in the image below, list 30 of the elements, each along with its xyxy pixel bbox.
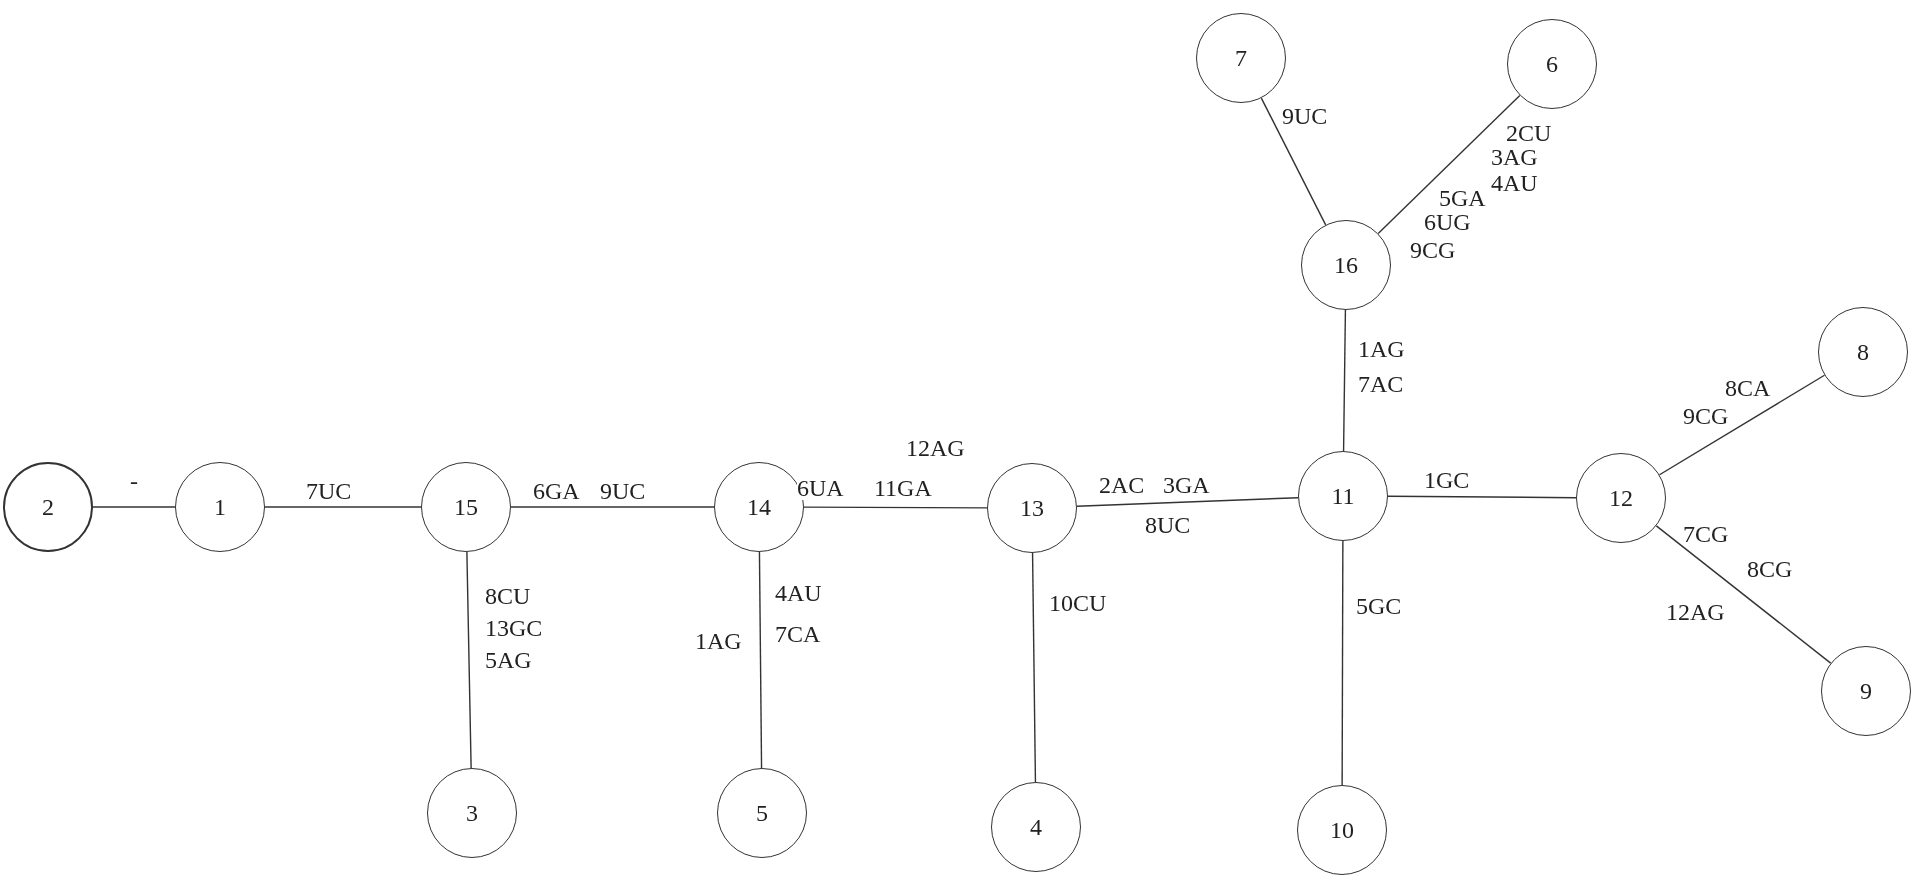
connector-line [1031,552,1037,783]
connector-line [1387,495,1577,499]
connector-line [1260,97,1327,226]
connector-line [1658,374,1826,476]
numbered-circle: 12 [1576,453,1666,543]
connector-line [758,551,763,769]
connector-line [1341,540,1344,786]
connector-line [1076,497,1299,507]
numbered-circle: 4 [991,782,1081,872]
numbered-circle: 3 [427,768,517,858]
numbered-circle: 16 [1301,220,1391,310]
connector-line [1342,309,1347,452]
numbered-circle: 2 [3,462,93,552]
numbered-circle: 10 [1297,785,1387,875]
connector-line [92,506,176,508]
numbered-circle: 11 [1298,451,1388,541]
connector-line [510,506,715,508]
connector-line [1655,525,1832,664]
numbered-circle: 9 [1821,646,1911,736]
numbered-circle: 8 [1818,307,1908,397]
numbered-circle: 7 [1196,13,1286,103]
numbered-circle: 13 [987,463,1077,553]
connector-line [466,551,472,769]
numbered-circle: 15 [421,462,511,552]
connector-line [803,506,988,509]
numbered-circle: 6 [1507,19,1597,109]
numbered-circle: 1 [175,462,265,552]
numbered-circle: 5 [717,768,807,858]
connector-line [264,506,422,508]
connector-line [1377,94,1521,235]
